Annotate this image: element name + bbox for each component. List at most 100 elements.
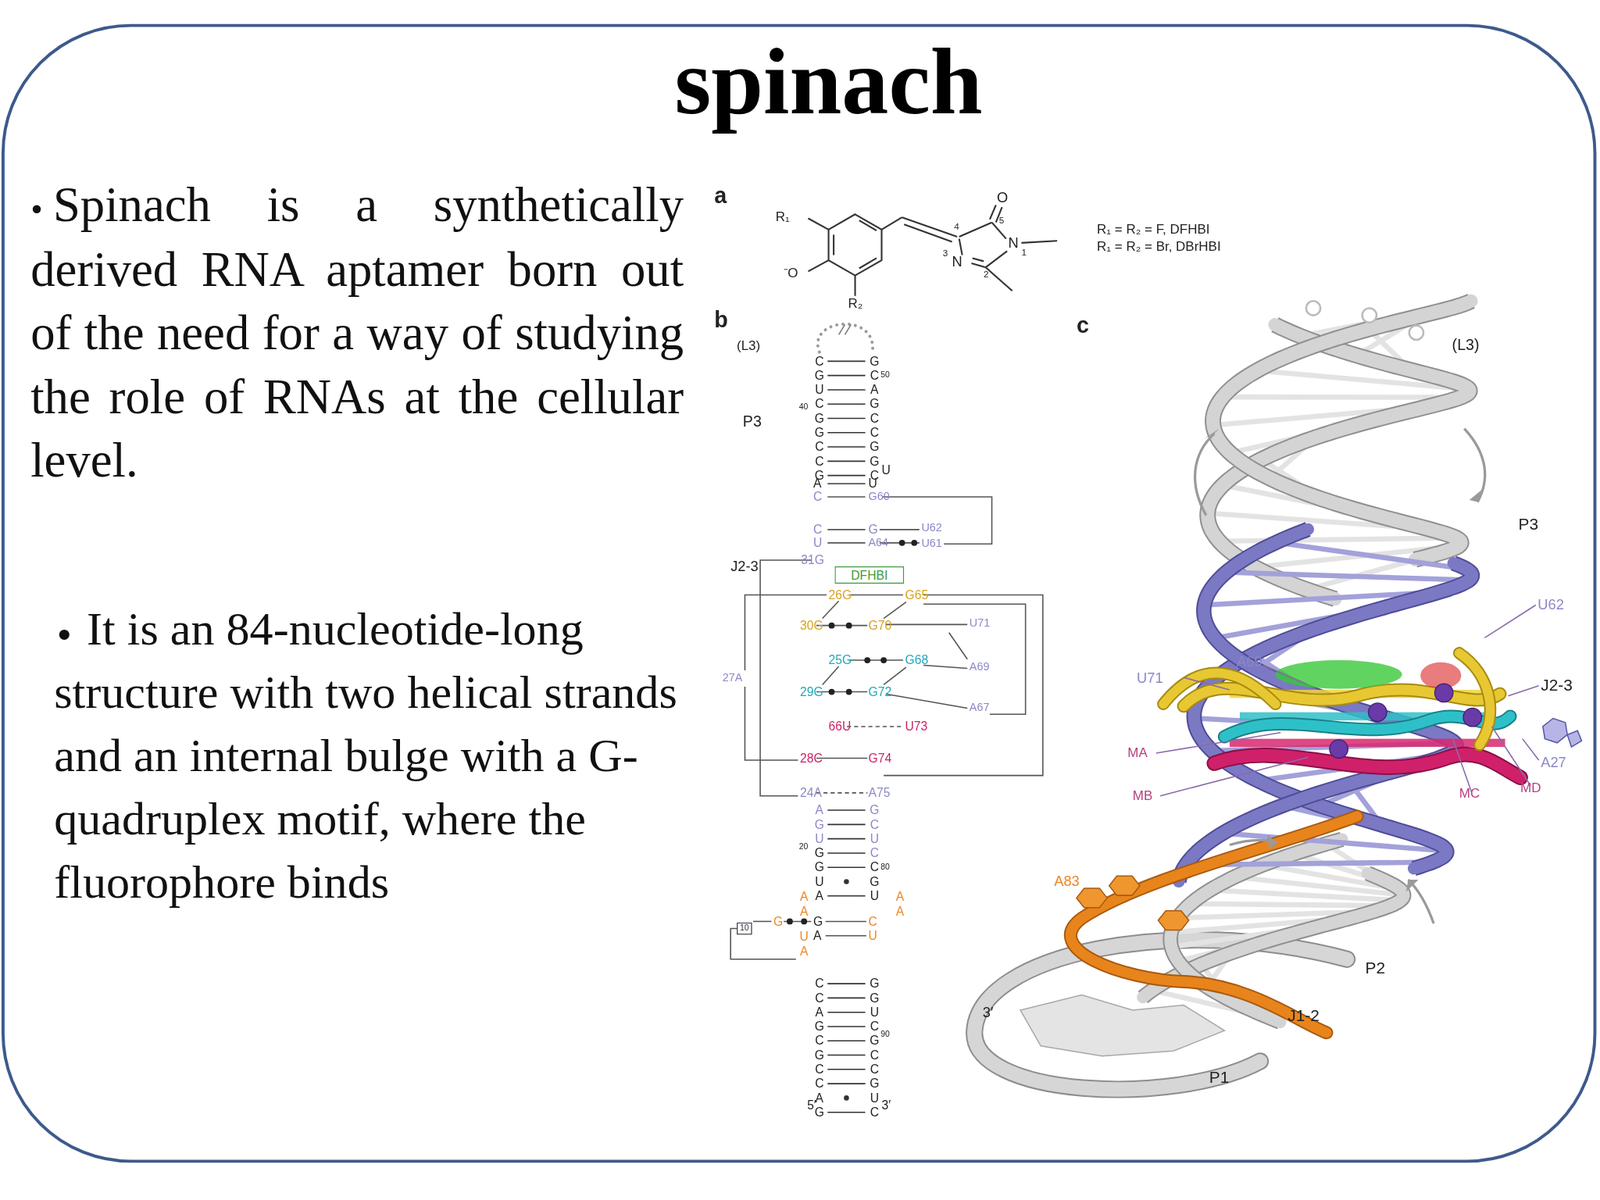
- nucleotide: 24A: [800, 786, 822, 800]
- base-rung: [1190, 903, 1390, 907]
- chemical-bond: [807, 260, 829, 272]
- base-pair-line: [827, 446, 865, 448]
- rna-ribbon: [974, 300, 1582, 1090]
- bond-dot: [786, 918, 793, 925]
- nucleotide: G60: [868, 490, 890, 502]
- base-pair-line: [827, 460, 865, 463]
- base-pair-line: [827, 528, 865, 531]
- chemical-bond: [807, 205, 1058, 297]
- base-rung: [1219, 538, 1457, 542]
- nucleotide: 26G: [828, 589, 853, 602]
- chemical-bond: [959, 222, 993, 237]
- base-rung: [1226, 572, 1470, 581]
- base-pair-line: [827, 1068, 865, 1071]
- nucleotide: A67: [969, 702, 990, 714]
- tertiary-line: [883, 602, 907, 619]
- tertiary-line: [849, 659, 904, 661]
- bullet-dot: [59, 629, 70, 640]
- position-number: 20: [799, 842, 809, 851]
- region-label: P1: [1209, 1069, 1230, 1086]
- chemical-bond: [828, 214, 883, 275]
- base-pair-line: [827, 895, 865, 897]
- fluorophore: [1275, 660, 1403, 690]
- tertiary-line: [825, 921, 867, 923]
- region-label: J2-3: [730, 559, 759, 574]
- leader-line: [1183, 677, 1230, 690]
- sequence-strand: CCAGCGCCAG: [813, 976, 826, 1120]
- base-pair-line: [827, 1082, 865, 1085]
- nucleotide: U: [868, 929, 878, 943]
- nucleotide: U71: [969, 617, 990, 629]
- chemical-bond: [832, 234, 835, 255]
- atom-label: R₂: [847, 296, 863, 311]
- base-pair-line: [827, 475, 865, 477]
- arrow-head: [1203, 428, 1220, 440]
- chemical-bond: [959, 239, 963, 256]
- ion-label: MC: [1459, 786, 1480, 800]
- tertiary-line: [816, 625, 868, 627]
- tertiary-line: [753, 921, 772, 923]
- bond-dot: [910, 539, 918, 547]
- loop-dot: [1409, 325, 1424, 340]
- panel-letter: b: [714, 309, 729, 333]
- leader-line: [1484, 605, 1536, 639]
- sequence-strand: AGU: [813, 803, 826, 847]
- tetrad-ribbon: [1163, 672, 1276, 704]
- atom-number: 5: [999, 216, 1005, 226]
- leader-line: [1156, 732, 1281, 754]
- nucleobase: [1157, 910, 1189, 931]
- metal-ion: [1368, 703, 1388, 722]
- rotation-arrow: [1464, 428, 1485, 503]
- atom-label: R₁: [775, 210, 790, 224]
- nucleotide: 28C: [800, 752, 823, 765]
- tertiary-line: [923, 603, 1026, 715]
- base-pair-line: [827, 838, 865, 840]
- nucleotide: C: [813, 523, 822, 536]
- nucleotide: U61: [921, 537, 942, 549]
- tertiary-line: [883, 594, 1043, 775]
- nucleotide: 29G: [800, 685, 824, 699]
- loop-dots: [844, 324, 851, 335]
- nucleotide: C: [868, 915, 878, 929]
- atom-label: N: [952, 253, 963, 268]
- chemical-bond: [972, 257, 984, 261]
- nucleobase: [1076, 888, 1108, 908]
- ligand-box: DFHBI: [834, 566, 904, 584]
- tertiary-line: [744, 686, 798, 761]
- nucleotide: A: [813, 477, 822, 490]
- nucleotide: G70: [868, 619, 893, 633]
- nucleotide: G74: [868, 752, 893, 765]
- base-pair-line: [827, 375, 865, 377]
- leader-line: [1492, 726, 1532, 786]
- ion-label: MD: [1520, 780, 1541, 794]
- base-pair-line: [827, 824, 865, 826]
- tertiary-line: [730, 496, 1043, 960]
- base-pair-line: [827, 389, 865, 391]
- j12-ribbon: [1070, 816, 1358, 1033]
- position-number: 40: [799, 403, 809, 411]
- strand-end: 3′: [982, 1005, 994, 1020]
- bullet-text: It is an 84-nucleotide-long structure wi…: [53, 597, 679, 915]
- tertiary-line: [822, 600, 840, 618]
- substituent-note: R₁ = R₂ = Br, DBrHBI: [1096, 239, 1222, 254]
- chemical-bond: [807, 218, 829, 230]
- base-pair-line: [827, 1011, 865, 1014]
- nucleotide: 30G: [800, 619, 824, 633]
- region-label: P3: [742, 413, 762, 429]
- leader-line: [1522, 739, 1540, 761]
- nucleotide: G68: [905, 653, 929, 667]
- chemical-bond: [1021, 240, 1058, 243]
- tetrad-ribbon: [1214, 754, 1521, 779]
- atom-label: ⁻O: [783, 266, 798, 280]
- base-plate: [1020, 994, 1225, 1056]
- sequence-strand: GCUC: [868, 803, 882, 861]
- sequence-strand: GGUCGCCGUC: [868, 976, 882, 1120]
- leader-line: [1160, 757, 1308, 797]
- tetrad-ribbon-edge: [1214, 754, 1521, 779]
- tertiary-line: [883, 667, 907, 685]
- loop-dots: [817, 324, 873, 353]
- bond-dot: [800, 918, 808, 925]
- metal-ion: [1463, 707, 1483, 727]
- loop-dot: [1362, 307, 1377, 322]
- chemical-bond: [853, 275, 856, 297]
